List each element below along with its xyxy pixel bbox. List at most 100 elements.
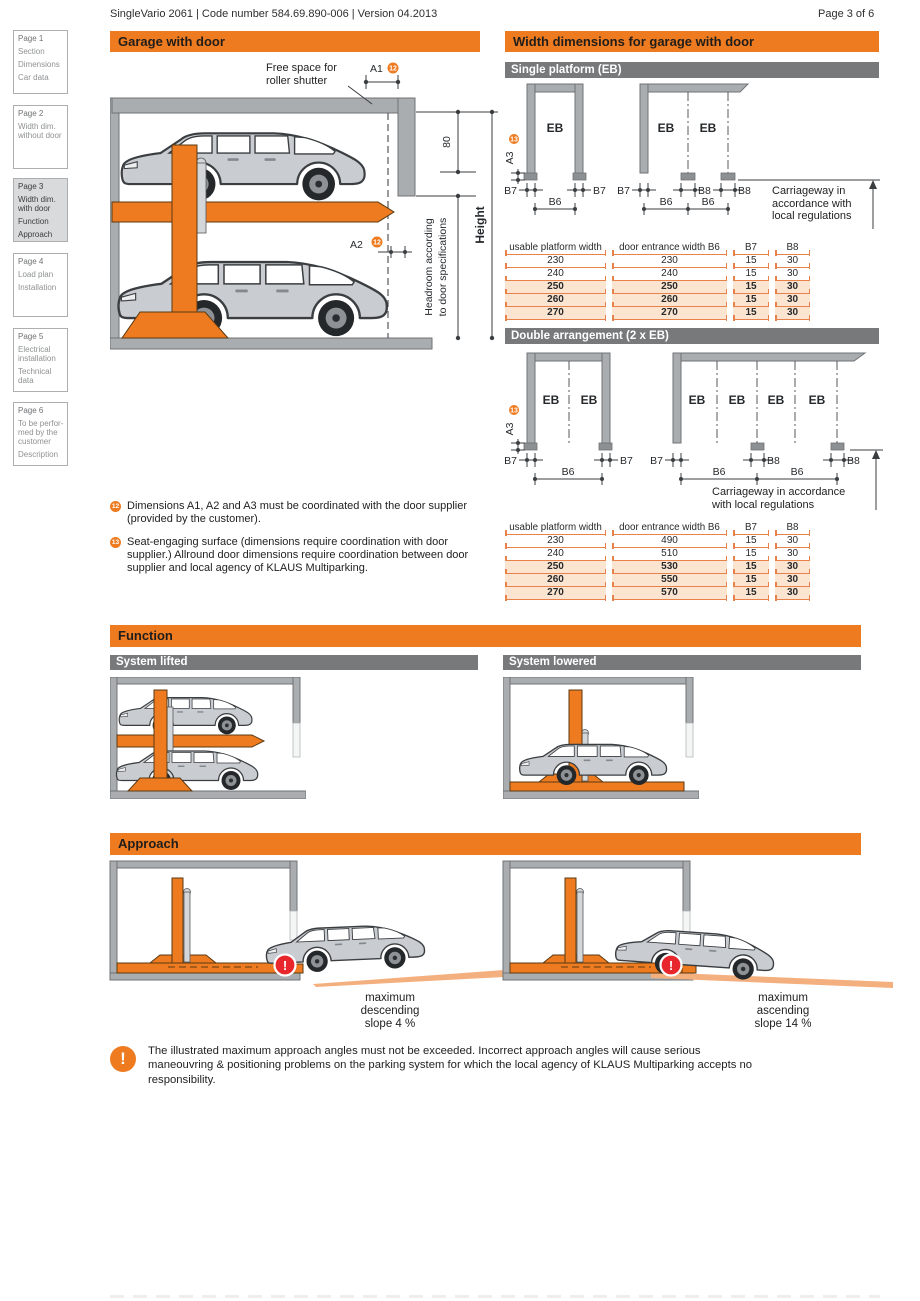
dimension-b6-pair: B6 B6 (642, 196, 730, 215)
sidebar-item-label: Approach (18, 230, 53, 239)
table-cell: 230 (612, 255, 727, 269)
table-cell: 15 (733, 548, 769, 562)
hydraulic-cylinder (576, 891, 584, 963)
note-13-text: Seat-engaging surface (dimensions requir… (127, 536, 469, 574)
dimension-80: 80 (416, 109, 498, 175)
carriageway-arrow (738, 179, 880, 229)
lift-platform (111, 201, 395, 223)
sidebar-item-label: To be perfor- med by the customer (18, 419, 64, 446)
label-headroom-line1: Headroom according (423, 218, 435, 316)
sidebar-page-title: Page 6 (18, 406, 44, 415)
collision-warning-marker: ! (659, 953, 683, 977)
table-header-cell: B8 (775, 242, 810, 256)
sidebar-page-title: Page 5 (18, 332, 44, 341)
note-badge-12-icon: 12 (110, 501, 121, 512)
sidebar-item-label: Section (18, 47, 45, 56)
table-cell: 15 (733, 574, 769, 588)
carriageway-arrow (850, 449, 883, 510)
table-cell: 30 (775, 255, 810, 269)
lift-base (126, 777, 194, 792)
table-cell: 30 (775, 268, 810, 282)
table-cell: 240 (612, 268, 727, 282)
label-free-space-roller-shutter: Free space for roller shutter (266, 62, 337, 87)
note-badge-13-number: 13 (510, 137, 518, 144)
garage-ceiling (111, 97, 401, 114)
table-cell: 250 (505, 281, 606, 295)
sidebar-page-title: Page 1 (18, 34, 44, 43)
table-header-cell: usable platform width (505, 522, 606, 536)
garage-door-opening (685, 722, 694, 758)
table-cell: 260 (612, 294, 727, 308)
label-a2: A2 (350, 239, 363, 251)
approach-ramp (651, 972, 893, 988)
warning-icon: ! (110, 1046, 136, 1072)
table-cell: 15 (733, 561, 769, 575)
dimension-headroom: Headroom according to door specification… (416, 193, 476, 341)
note-12: 12 Dimensions A1, A2 and A3 must be coor… (110, 500, 495, 526)
sidebar-item-label: Technical data (18, 367, 52, 385)
dimension-a1: A1 12 (363, 62, 401, 89)
dimension-b6-single: B6 (533, 196, 577, 215)
table-cell: 30 (775, 307, 810, 321)
label-b6: B6 (549, 196, 562, 208)
garage-right-wall (289, 860, 298, 912)
garage-floor (110, 790, 306, 799)
dimension-b7: B7 (650, 453, 689, 467)
dimension-b7-right: B7 (594, 453, 633, 467)
table-cell: 15 (733, 255, 769, 269)
label-max-ascending-slope: maximum ascending slope 14 % (754, 992, 812, 1030)
sidebar-item-label: Load plan (18, 270, 54, 279)
dimension-b7-right: B7 (567, 183, 606, 197)
note-12-text: Dimensions A1, A2 and A3 must be coordin… (127, 500, 467, 525)
approach-ascending-diagram: ! (502, 860, 893, 988)
table-cell: 30 (775, 561, 810, 575)
table-cell: 490 (612, 535, 727, 549)
section-header-function: Function (110, 625, 861, 647)
garage-door-opening (289, 910, 298, 941)
table-cell: 30 (775, 535, 810, 549)
table-cell: 530 (612, 561, 727, 575)
table-cell: 270 (505, 587, 606, 601)
sidebar-page-title: Page 2 (18, 109, 44, 118)
label-b6: B6 (562, 466, 575, 478)
table-header-cell: door entrance width B6 (612, 242, 727, 256)
table-cell: 230 (505, 535, 606, 549)
system-lowered-diagram (503, 677, 699, 799)
table-cell: 15 (733, 281, 769, 295)
note-badge-12-number: 12 (389, 66, 397, 73)
dimension-b6-pair: B6 B6 (679, 466, 839, 485)
garage-ceiling (110, 677, 301, 685)
note-badge-12-icon (387, 62, 399, 74)
double-bay-structure (639, 83, 750, 181)
label-eb: EB (547, 121, 564, 135)
garage-right-wall (685, 677, 694, 724)
alert-exclamation: ! (669, 958, 673, 973)
garage-left-wall (502, 860, 511, 981)
table-cell: 30 (775, 587, 810, 601)
lift-base (121, 311, 230, 339)
note-badge-13-icon (509, 134, 519, 144)
label-b7: B7 (617, 185, 630, 197)
label-b6: B6 (702, 196, 715, 208)
section-header-garage-with-door: Garage with door (110, 31, 480, 52)
label-b8: B8 (738, 185, 751, 197)
garage-cross-section-diagram: A1 12 80 Headroom according to door spec… (110, 62, 498, 350)
collision-warning-marker: ! (273, 953, 297, 977)
sidebar-item-label: Width dim. with door (18, 195, 56, 213)
label-b6: B6 (660, 196, 673, 208)
table-cell: 240 (505, 548, 606, 562)
label-height: Height (473, 206, 487, 243)
approach-ramp (313, 970, 504, 987)
sidebar-item-label: Dimensions (18, 60, 60, 69)
garage-right-wall (682, 860, 691, 912)
